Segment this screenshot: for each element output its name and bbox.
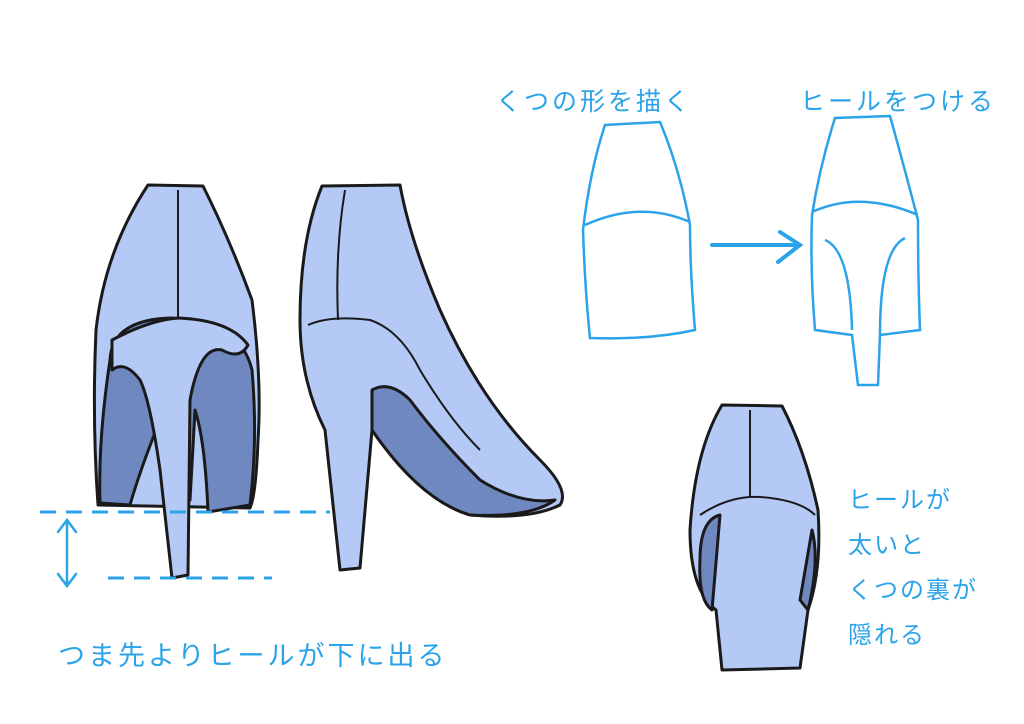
label-attach-heel: ヒールをつける xyxy=(800,87,997,116)
sketch-shoe-with-heel xyxy=(810,114,922,387)
note-line: くつの裏が xyxy=(848,576,978,604)
shoe-thick-heel-view xyxy=(688,403,821,672)
double-arrow-icon xyxy=(56,517,78,589)
note-line: 隠れる xyxy=(848,621,926,649)
shoe-back-view xyxy=(92,183,261,580)
sketch-shoe-shape xyxy=(581,120,697,340)
note-line: ヒールが xyxy=(848,486,952,514)
label-draw-shoe-shape: くつの形を描く xyxy=(496,87,693,116)
label-heel-below-toe: つま先よりヒールが下に出る xyxy=(58,641,448,672)
arrow-icon xyxy=(710,230,804,264)
shoe-side-view xyxy=(298,183,564,572)
measurement-guides xyxy=(40,510,330,580)
note-line: 太いと xyxy=(848,531,926,559)
note-thick-heel: ヒールが 太いと くつの裏が 隠れる xyxy=(848,478,978,658)
